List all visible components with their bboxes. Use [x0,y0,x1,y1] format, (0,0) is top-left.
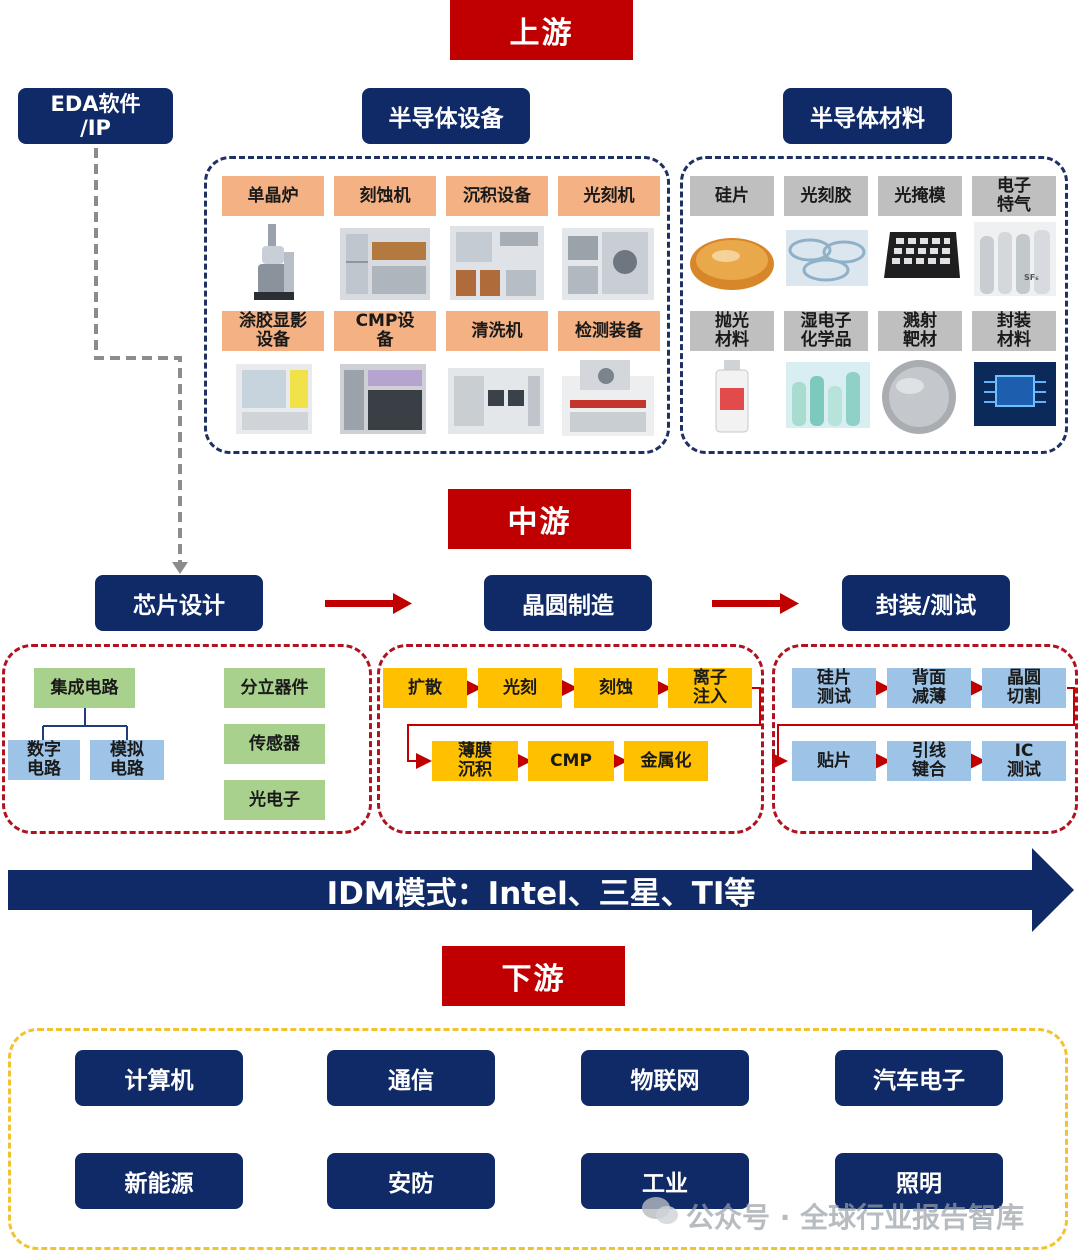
photomask-image [884,232,960,278]
wafer-fab-title[interactable]: 晶圆制造 [484,575,652,631]
deposition-equipment-image [450,226,544,300]
electronic-gas-image: SF₆ [974,222,1056,296]
material-label-6: 湿电子 化学品 [784,311,868,351]
fab-step-7: 金属化 [624,741,708,781]
analog-circuit-box: 模拟 电路 [90,740,164,780]
package-test-panel [772,644,1078,834]
package-step-5: 引线 键合 [887,741,971,781]
coater-developer-image [236,364,312,434]
equipment-label-7: 清洗机 [446,311,548,351]
stage-arrow-fab-package [712,593,799,614]
package-test-title[interactable]: 封装/测试 [842,575,1010,631]
chip-design-title[interactable]: 芯片设计 [95,575,263,631]
midstream-title: 中游 [448,489,631,549]
optoelectronics-box: 光电子 [224,780,325,820]
chip-design-panel [2,644,372,834]
app-lighting[interactable]: 照明 [835,1153,1003,1209]
equipment-label-3: 沉积设备 [446,176,548,216]
equipment-panel [204,156,670,454]
materials-title[interactable]: 半导体材料 [783,88,952,144]
material-label-1: 硅片 [690,176,774,216]
discrete-device-box: 分立器件 [224,668,325,708]
app-communication[interactable]: 通信 [327,1050,495,1106]
watermark-text: 公众号 · 全球行业报告智库 [686,1201,1025,1234]
equipment-label-8: 检测装备 [558,311,660,351]
polishing-material-image [715,360,749,433]
material-label-3: 光掩模 [878,176,962,216]
sputtering-target-image [882,360,956,434]
equipment-label-2: 刻蚀机 [334,176,436,216]
eda-connector [94,148,182,568]
app-iot[interactable]: 物联网 [581,1050,749,1106]
sensor-box: 传感器 [224,724,325,764]
idm-mode-text: IDM模式：Intel、三星、TI等 [326,875,756,912]
package-step-4: 贴片 [792,741,876,781]
material-label-4: 电子 特气 [972,176,1056,216]
app-computer[interactable]: 计算机 [75,1050,243,1106]
inspection-equipment-image [562,360,654,436]
silicon-wafer-image [690,238,774,290]
digital-circuit-box: 数字 电路 [8,740,80,780]
wet-chemicals-image [786,362,870,428]
package-step-3: 晶圆 切割 [982,668,1066,708]
downstream-panel [8,1028,1068,1250]
downstream-title: 下游 [442,946,625,1006]
equipment-label-6: CMP设 备 [334,311,436,351]
materials-panel [680,156,1068,454]
app-automotive-electronics[interactable]: 汽车电子 [835,1050,1003,1106]
lithography-machine-image [562,228,654,300]
material-label-7: 溅射 靶材 [878,311,962,351]
wafer-fab-panel [377,644,764,834]
eda-ip-box[interactable]: EDA软件 /IP [18,88,173,144]
equipment-title[interactable]: 半导体设备 [362,88,530,144]
app-new-energy[interactable]: 新能源 [75,1153,243,1209]
equipment-label-5: 涂胶显影 设备 [222,311,324,351]
photoresist-image [786,230,868,286]
gas-cylinder-label: SF₆ [1024,273,1039,282]
crystal-furnace-image [254,224,294,300]
material-label-5: 抛光 材料 [690,311,774,351]
app-security[interactable]: 安防 [327,1153,495,1209]
material-label-8: 封装 材料 [972,311,1056,351]
package-step-6: IC 测试 [982,741,1066,781]
material-label-2: 光刻胶 [784,176,868,216]
fab-step-4: 离子 注入 [668,668,752,708]
integrated-circuit-box: 集成电路 [34,668,135,708]
wechat-icon [642,1197,678,1224]
fab-step-2: 光刻 [478,668,562,708]
equipment-label-1: 单晶炉 [222,176,324,216]
upstream-title: 上游 [450,0,633,60]
fab-step-1: 扩散 [383,668,467,708]
cleaning-machine-image [448,368,544,434]
packaging-material-image [974,362,1056,426]
idm-arrow [8,848,1074,932]
fab-step-6: CMP [528,741,614,781]
fab-step-3: 刻蚀 [574,668,658,708]
package-step-2: 背面 减薄 [887,668,971,708]
package-step-1: 硅片 测试 [792,668,876,708]
cmp-equipment-image [340,364,426,434]
eda-arrowhead [172,562,188,574]
fab-step-5: 薄膜 沉积 [432,741,518,781]
etching-machine-image [340,228,430,300]
equipment-label-4: 光刻机 [558,176,660,216]
stage-arrow-design-fab [325,593,412,614]
